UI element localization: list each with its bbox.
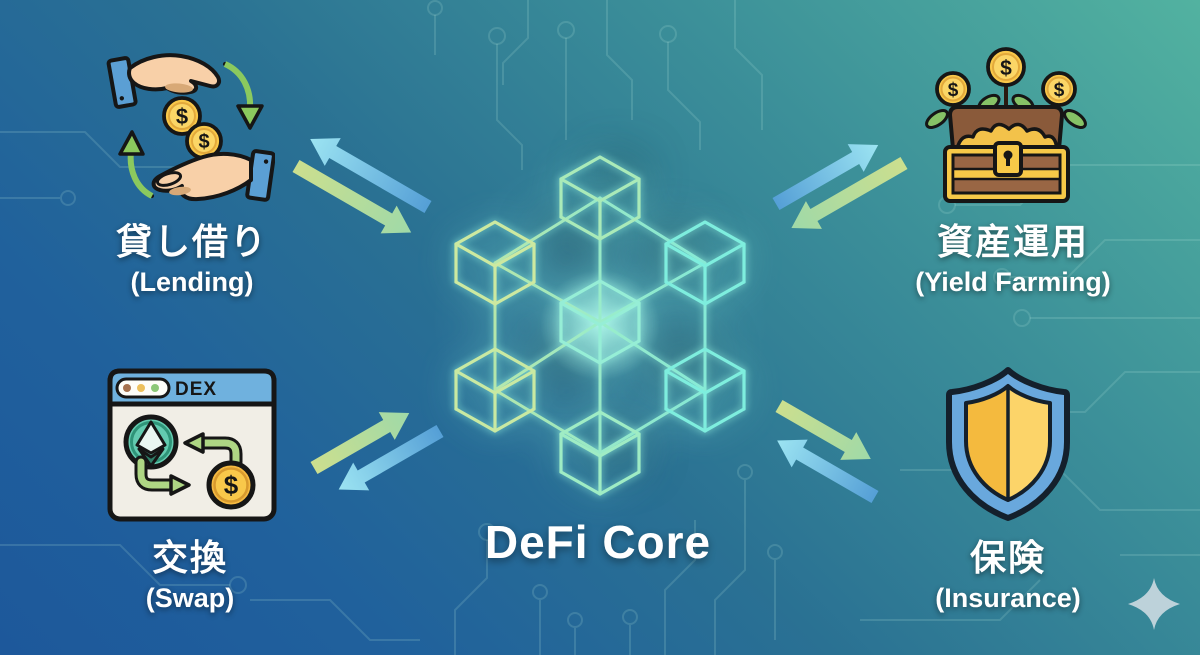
insurance-shield-icon (946, 367, 1070, 521)
yield-farming-label: 資産運用 (Yield Farming) (915, 220, 1111, 300)
cube-lower-right (664, 347, 746, 433)
svg-text:$: $ (176, 104, 188, 129)
arrow-swap-inbound (310, 412, 410, 475)
coin-icon: $ (986, 47, 1026, 87)
lending-label-ja: 貸し借り (115, 221, 269, 262)
insurance-label: 保険 (Insurance) (935, 536, 1081, 616)
core-title: DeFi Core (484, 516, 712, 568)
eth-coin-icon (123, 414, 179, 470)
leaf-icon (1063, 109, 1087, 129)
gold-mound (955, 122, 1059, 151)
svg-text:$: $ (224, 470, 239, 500)
coin-icon: $ (935, 71, 971, 107)
arrow-lending-inbound (292, 159, 412, 234)
insurance-label-ja: 保険 (969, 537, 1047, 578)
window-dot-icon (123, 384, 131, 392)
sparkle-icon (1128, 578, 1180, 630)
svg-text:$: $ (948, 80, 959, 101)
svg-text:$: $ (1054, 80, 1065, 101)
cube-center (559, 279, 641, 365)
yield-farming-chest-icon: $ $ $ (925, 47, 1087, 203)
shadow-blob (590, 155, 645, 195)
window-dot-icon (137, 384, 145, 392)
cube-lower-left (454, 347, 536, 433)
cube-upper-left (454, 220, 536, 306)
svg-text:$: $ (1000, 57, 1012, 80)
insurance-label-en: (Insurance) (935, 583, 1081, 613)
lending-label: 貸し借り (Lending) (116, 220, 268, 300)
swap-label: 交換 (Swap) (146, 536, 235, 616)
arrow-yield-inbound (791, 156, 908, 229)
swap-left-arrow-icon (183, 432, 243, 469)
treasure-chest (943, 105, 1070, 203)
cube-bottom (559, 410, 641, 496)
blockchain-cube-network-icon (454, 155, 746, 496)
arrow-insurance-inbound (777, 439, 879, 504)
lower-hand (151, 149, 275, 202)
coin-icon: $ (1041, 71, 1077, 107)
svg-text:$: $ (198, 131, 209, 153)
coin-icon: $ (162, 96, 202, 136)
window-dot-icon (151, 384, 159, 392)
dollar-coin-icon: $ (206, 460, 256, 510)
lending-label-en: (Lending) (130, 267, 254, 297)
cubes (454, 155, 746, 496)
arrow-lending-outbound (310, 138, 432, 214)
swap-label-ja: 交換 (151, 537, 229, 578)
shadow-blob (640, 225, 705, 275)
swap-right-arrow-icon (134, 455, 191, 496)
upper-hand (106, 53, 221, 109)
cube-top (559, 155, 641, 241)
leaf-icon (925, 109, 949, 129)
lending-hands-icon: $ $ (106, 53, 275, 202)
dex-title-text: DEX (175, 379, 217, 400)
swap-dex-window-icon: DEX $ (107, 368, 277, 522)
swap-label-en: (Swap) (145, 583, 235, 613)
yield-farming-label-ja: 資産運用 (936, 221, 1090, 262)
arrow-yield-outbound (772, 144, 879, 211)
cube-upper-right (664, 220, 746, 306)
arrow-insurance-outbound (775, 399, 871, 460)
yield-farming-label-en: (Yield Farming) (915, 267, 1111, 297)
